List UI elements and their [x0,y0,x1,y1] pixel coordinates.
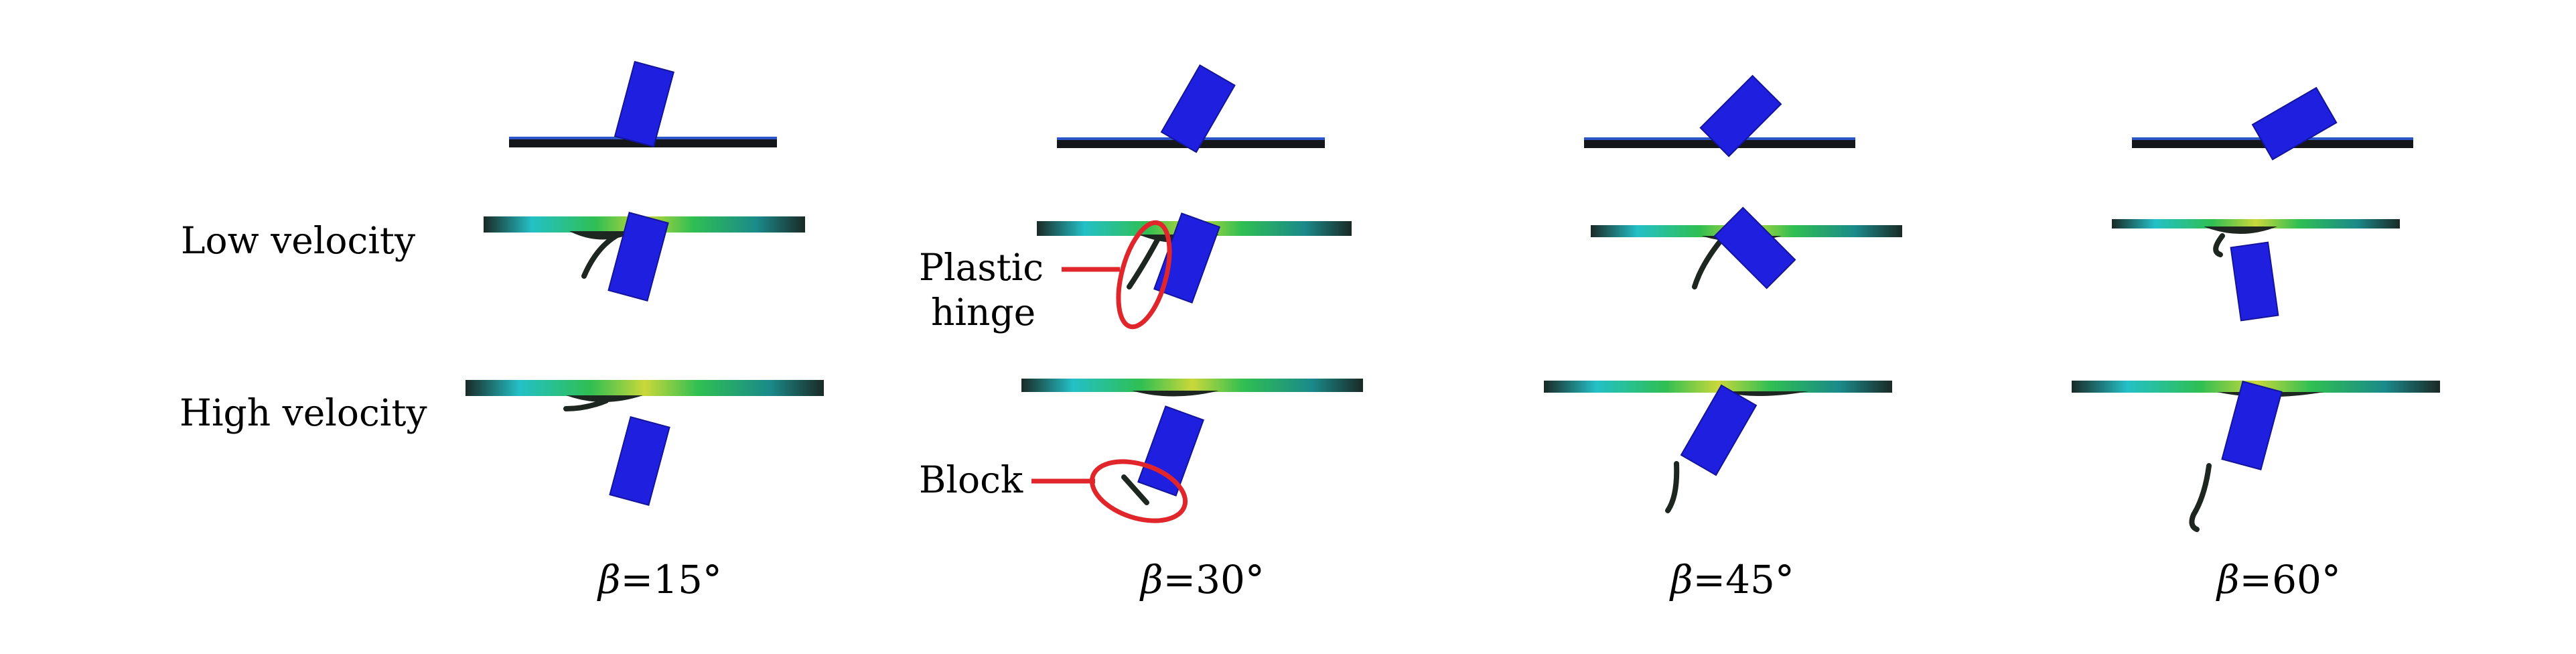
high-velocity-state [466,380,824,506]
low-velocity-state [2112,219,2400,322]
column-beta-60: β=60° [2072,86,2440,602]
plate-bulge [1132,391,1219,397]
petal-fragment [1665,461,1680,513]
plastic-hinge-label-line2: hinge [931,291,1035,334]
high-velocity-state [2072,381,2440,532]
deformed-plate [1544,381,1892,393]
projectile [1680,384,1758,476]
beta-label-15: β=15° [597,557,722,602]
deformed-plate [1021,379,1363,392]
plate-bulge [2204,226,2277,234]
petal-fragment [1127,237,1160,289]
initial-state [1584,74,1855,157]
initial-state [509,60,777,147]
projectile [2230,241,2279,322]
beta-label-60: β=60° [2216,557,2341,602]
petal-fragment [1692,237,1724,289]
low-velocity-state [484,212,805,302]
column-beta-15: β=15° [466,60,824,602]
deformed-plate [466,380,824,396]
low-velocity-state [1591,206,1902,289]
row-label-low-velocity: Low velocity [181,219,415,262]
curl-fragment [2213,233,2225,257]
high-velocity-state [1544,381,1892,513]
projectile [2251,86,2338,161]
row-label-high-velocity: High velocity [180,391,427,434]
beta-label-30: β=30° [1139,557,1265,602]
petal-fragment [581,233,619,279]
high-velocity-state: Block [919,379,1363,523]
projectile [1699,74,1782,157]
plate-bulge [1721,391,1808,396]
petal-fragment [563,398,609,411]
projectile [2221,381,2283,470]
initial-state [2132,86,2413,161]
initial-state [1057,64,1325,153]
projectile [1160,64,1236,153]
projectile [614,60,674,147]
plate-bulge [569,231,636,240]
plastic-hinge-circle [1116,220,1172,330]
block-fragment [1121,474,1149,505]
block-label: Block [919,458,1023,501]
projectile [1137,405,1204,497]
deformed-plate [2112,219,2400,228]
block-circle [1089,459,1188,523]
beta-label-45: β=45° [1669,557,1794,602]
projectile [607,212,669,302]
low-velocity-state: Plastic hinge [919,212,1352,334]
projectile [609,416,670,506]
plastic-hinge-label-line1: Plastic [919,246,1044,289]
column-beta-30: Plastic hinge Block β=30° [919,64,1363,602]
projectile [1713,206,1796,289]
petal-fragment [2189,463,2212,532]
column-beta-45: β=45° [1544,74,1902,602]
